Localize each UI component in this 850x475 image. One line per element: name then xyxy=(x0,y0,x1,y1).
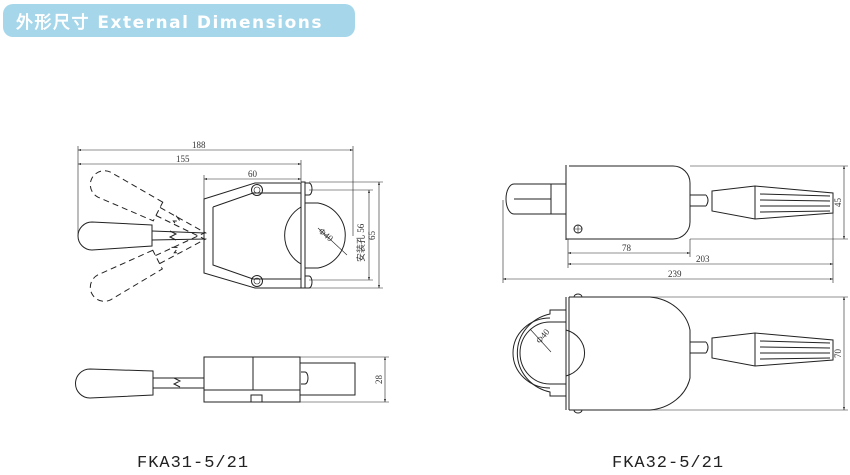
dim-155: 155 xyxy=(176,154,190,164)
clamp xyxy=(305,202,346,269)
lever-handle xyxy=(689,185,834,220)
dim-phi40: Φ40 xyxy=(317,226,336,244)
lever-handle-up-position xyxy=(84,165,212,249)
section-header: 外形尺寸 External Dimensions xyxy=(3,4,355,37)
dim-65: 65 xyxy=(367,231,377,241)
dim-hole-56: 安装孔 56 xyxy=(355,223,366,262)
model-label-fka32: FKA32-5/21 xyxy=(612,454,724,473)
dim-188: 188 xyxy=(192,140,206,150)
section-title: 外形尺寸 External Dimensions xyxy=(16,13,323,33)
dim-phi40: Φ40 xyxy=(534,327,552,346)
model-label-fka31: FKA31-5/21 xyxy=(137,454,249,473)
dim-45: 45 xyxy=(833,198,843,208)
lever-handle xyxy=(689,332,834,367)
fka32-front-view: Φ40 70 xyxy=(512,293,848,414)
dim-60: 60 xyxy=(248,169,258,179)
lever-handle xyxy=(77,221,206,251)
switch-body xyxy=(203,182,302,289)
fka31-top-view: 188 155 60 Φ40 安装孔 56 65 xyxy=(77,140,383,307)
dim-239: 239 xyxy=(668,269,682,279)
dim-28: 28 xyxy=(374,375,384,385)
screw-icon xyxy=(251,275,263,287)
lever-handle-down-position xyxy=(84,223,212,307)
dim-70: 70 xyxy=(833,349,843,359)
fka32-top-view: 45 78 203 239 xyxy=(502,165,848,283)
screw-icon xyxy=(251,184,263,196)
fka31-side-view: 28 xyxy=(75,356,389,403)
dim-78: 78 xyxy=(622,243,632,253)
dim-203: 203 xyxy=(696,254,710,264)
